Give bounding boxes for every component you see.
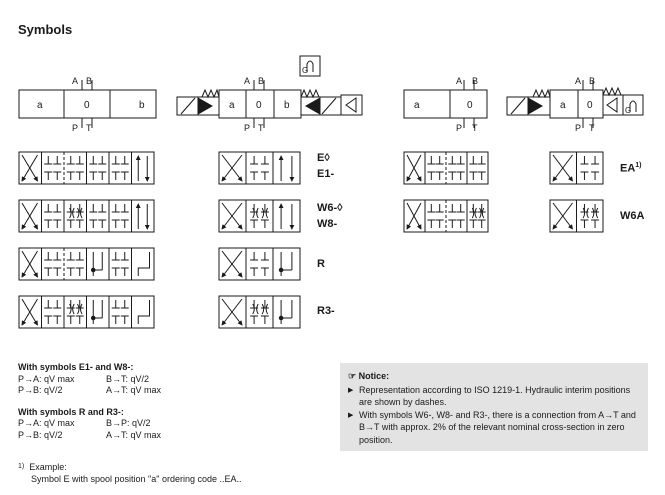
port-a-label: A [456, 76, 462, 86]
footnote-ref: 1) [635, 162, 642, 169]
symbol-code-e: E◊ [317, 152, 330, 164]
position-0-label: 0 [84, 100, 90, 111]
notice-item: ▶Representation according to ISO 1219-1.… [348, 385, 631, 408]
valve-header-3pos [18, 80, 157, 128]
position-0-label: 0 [256, 100, 262, 111]
valve-header-2pos [403, 80, 488, 128]
notice-title: ☞ Notice: [348, 371, 390, 381]
valve-symbol-ea [549, 151, 604, 185]
pilot-g-label: G [302, 66, 308, 75]
flow-value: P→B: qV/2 [18, 385, 63, 396]
port-t-label: T [258, 123, 264, 133]
port-b-label: B [86, 76, 92, 86]
port-a-label: A [575, 76, 581, 86]
port-a-label: A [244, 76, 250, 86]
position-a-label: a [37, 100, 43, 111]
valve-symbol-w6-pilot [218, 199, 301, 233]
port-t-label: T [472, 123, 478, 133]
footnote-line2: Symbol E with spool position "a" orderin… [31, 474, 242, 484]
port-p-label: P [575, 123, 581, 133]
valve-symbol-r-pilot [218, 247, 301, 281]
symbol-code-e1: E1- [317, 168, 335, 180]
flow-notes: With symbols E1- and W8-: P→A: qV max B→T… [18, 362, 161, 442]
symbol-code-r: R [317, 258, 325, 270]
position-a-label: a [414, 100, 420, 111]
hydraulic-symbols-diagram: a 0 b A B P T [18, 55, 644, 329]
port-t-label: T [589, 123, 595, 133]
symbol-code-w6: W6-◊ [317, 202, 343, 214]
flow-value: A→T: qV max [106, 385, 162, 396]
position-b-label: b [139, 100, 145, 111]
port-p-label: P [72, 123, 78, 133]
position-0-label: 0 [467, 100, 473, 111]
position-b-label: b [284, 100, 290, 111]
symbol-code-ea: EA1) [620, 162, 642, 175]
notice-box: ☞ Notice: ▶Representation according to I… [340, 363, 648, 451]
symbol-code-w6a: W6A [620, 210, 645, 222]
valve-symbol-2pos-e [403, 151, 489, 185]
port-b-label: B [589, 76, 595, 86]
group2-title: With symbols R and R3-: [18, 406, 124, 417]
position-a-label: a [560, 100, 566, 111]
bullet-icon: ▶ [348, 387, 354, 394]
pilot-g-label: G [625, 106, 631, 115]
flow-value: A→T: qV max [106, 429, 162, 440]
valve-symbol-w6 [18, 199, 155, 233]
port-b-label: B [472, 76, 478, 86]
valve-symbol-r [18, 247, 155, 281]
flow-value: B→T: qV/2 [106, 373, 150, 384]
flow-value: P→A: qV max [18, 418, 75, 429]
valve-symbol-e-pilot [218, 151, 301, 185]
valve-header-2pos-pilot [506, 80, 644, 128]
footnote-mark: 1) [18, 463, 25, 470]
notice-item: ▶With symbols W6-, W8- and R3-, there is… [348, 409, 636, 445]
port-p-label: P [244, 123, 250, 133]
position-0-label: 0 [587, 100, 593, 111]
valve-symbol-e [18, 151, 155, 185]
symbol-code-w8: W8- [317, 218, 338, 230]
valve-header-pilot [176, 55, 363, 128]
valve-symbol-w6a [549, 199, 604, 233]
port-a-label: A [72, 76, 78, 86]
footnote: 1) Example: Symbol E with spool position… [18, 461, 242, 485]
position-a-label: a [229, 100, 235, 111]
port-t-label: T [86, 123, 92, 133]
footnote-line1: Example: [29, 462, 67, 472]
valve-symbol-2pos-w6 [403, 199, 489, 233]
page-title: Symbols [18, 22, 73, 37]
port-b-label: B [258, 76, 264, 86]
pointing-hand-icon: ☞ [348, 371, 357, 381]
port-p-label: P [456, 123, 462, 133]
flow-value: B→P: qV/2 [106, 418, 151, 429]
flow-value: P→A: qV max [18, 373, 75, 384]
valve-symbol-r3-pilot [218, 295, 301, 329]
flow-value: P→B: qV/2 [18, 429, 63, 440]
symbol-code-r3: R3- [317, 305, 335, 317]
group1-title: With symbols E1- and W8-: [18, 362, 134, 372]
bullet-icon: ▶ [348, 411, 354, 419]
valve-symbol-r3 [18, 295, 155, 329]
